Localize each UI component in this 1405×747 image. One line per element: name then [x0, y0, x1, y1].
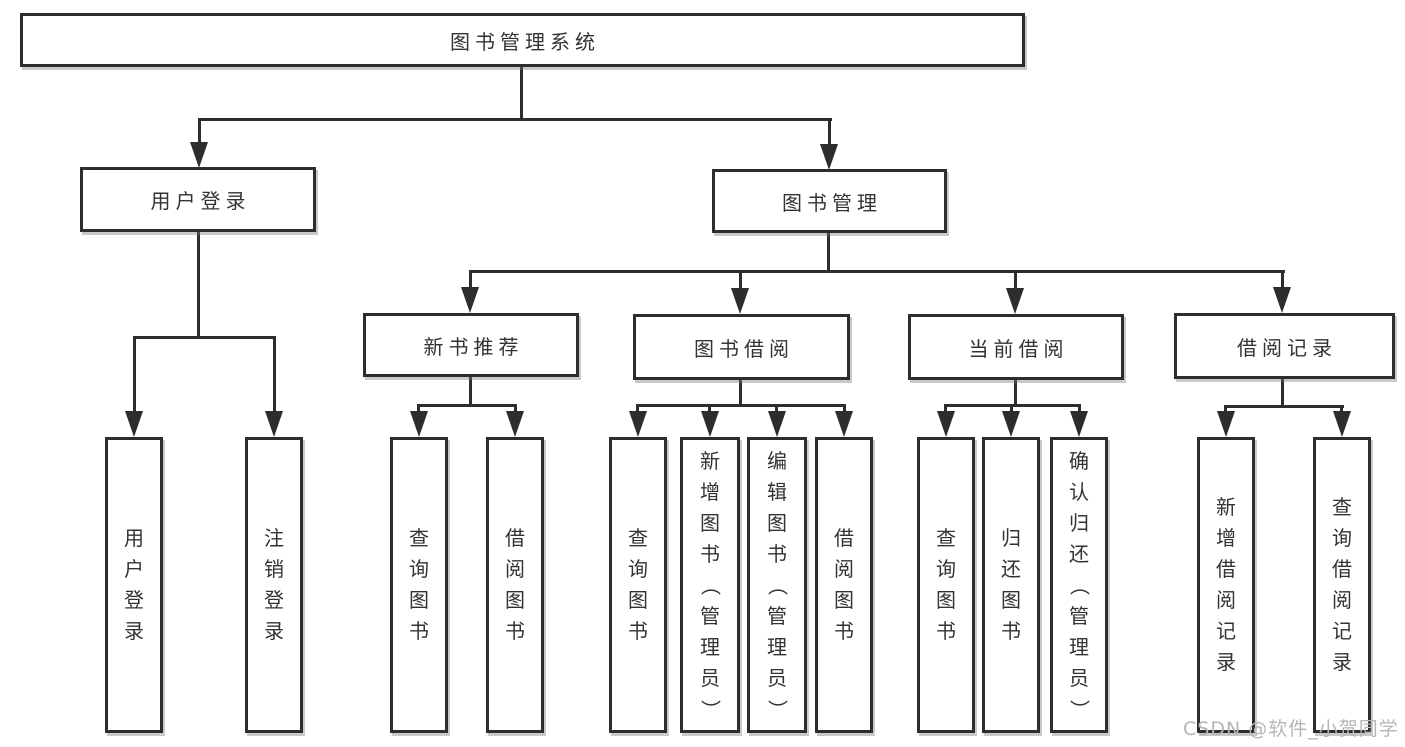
leaf-query-books-recommend: 查询图书	[390, 437, 448, 733]
connector-line	[739, 270, 742, 289]
connector-line	[417, 404, 517, 407]
arrowhead-down-icon	[1273, 287, 1291, 313]
connector-line	[944, 404, 947, 414]
node-label: 新书推荐	[423, 334, 524, 359]
arrowhead-down-icon	[731, 288, 749, 314]
connector-line	[273, 336, 276, 414]
leaf-label: 查询图书	[409, 526, 429, 643]
leaf-query-books-borrow: 查询图书	[609, 437, 667, 733]
connector-line	[1224, 405, 1227, 414]
leaf-label: 查询借阅记录	[1332, 495, 1352, 674]
connector-line	[469, 270, 1285, 273]
connector-line	[1281, 270, 1284, 289]
watermark: CSDN @软件_小贺同学	[1183, 718, 1399, 740]
leaf-add-book-admin: 新增图书（管理员）	[680, 437, 740, 733]
arrowhead-down-icon	[506, 411, 524, 437]
connector-line	[843, 404, 846, 414]
leaf-confirm-return-admin: 确认归还（管理员）	[1050, 437, 1108, 733]
connector-line	[1340, 405, 1343, 414]
node-book-management-branch: 图书管理	[712, 169, 947, 233]
connector-line	[133, 336, 136, 414]
arrowhead-down-icon	[701, 411, 719, 437]
leaf-label: 编辑图书（管理员）	[765, 448, 790, 720]
connector-line	[636, 404, 846, 407]
arrowhead-down-icon	[835, 411, 853, 437]
leaf-label: 借阅图书	[505, 526, 525, 643]
node-label: 当前借阅	[968, 336, 1069, 361]
connector-line	[1078, 404, 1081, 414]
connector-line	[469, 376, 472, 407]
connector-line	[197, 232, 200, 339]
arrowhead-down-icon	[125, 411, 143, 437]
connector-line	[469, 270, 472, 289]
node-new-book-recommend: 新书推荐	[363, 313, 579, 377]
node-label: 借阅记录	[1237, 335, 1337, 360]
connector-line	[775, 404, 778, 414]
node-current-borrow: 当前借阅	[908, 314, 1124, 380]
node-user-login-branch: 用户登录	[80, 167, 316, 232]
leaf-edit-book-admin: 编辑图书（管理员）	[747, 437, 807, 733]
node-root: 图书管理系统	[20, 13, 1025, 67]
node-book-borrow: 图书借阅	[633, 314, 850, 380]
arrowhead-down-icon	[1006, 288, 1024, 314]
connector-line	[417, 404, 420, 414]
node-root-label: 图书管理系统	[450, 29, 600, 54]
leaf-query-borrow-record: 查询借阅记录	[1313, 437, 1371, 733]
leaf-user-login: 用户登录	[105, 437, 163, 733]
node-label: 图书借阅	[694, 336, 794, 361]
arrowhead-down-icon	[629, 411, 647, 437]
arrowhead-down-icon	[820, 144, 838, 170]
arrowhead-down-icon	[265, 411, 283, 437]
connector-line	[708, 404, 711, 414]
connector-line	[739, 380, 742, 407]
connector-line	[1224, 405, 1344, 408]
leaf-label: 注销登录	[264, 526, 284, 643]
leaf-return-book: 归还图书	[982, 437, 1040, 733]
leaf-label: 查询图书	[936, 526, 956, 643]
arrowhead-down-icon	[1217, 411, 1235, 437]
arrowhead-down-icon	[937, 411, 955, 437]
node-borrow-records: 借阅记录	[1174, 313, 1395, 379]
connector-line	[1281, 378, 1284, 408]
connector-line	[827, 232, 830, 273]
leaf-label: 归还图书	[1001, 526, 1021, 643]
arrowhead-down-icon	[768, 411, 786, 437]
leaf-label: 借阅图书	[834, 526, 854, 643]
connector-line	[1014, 270, 1017, 289]
leaf-label: 确认归还（管理员）	[1067, 448, 1092, 720]
leaf-borrow-books: 借阅图书	[815, 437, 873, 733]
leaf-borrow-books-recommend: 借阅图书	[486, 437, 544, 733]
connector-line	[133, 336, 276, 339]
node-label: 图书管理	[782, 190, 882, 215]
node-label: 用户登录	[150, 189, 251, 213]
arrowhead-down-icon	[410, 411, 428, 437]
leaf-label: 新增图书（管理员）	[698, 448, 723, 720]
leaf-label: 新增借阅记录	[1216, 495, 1236, 674]
leaf-logout: 注销登录	[245, 437, 303, 733]
connector-line	[1014, 380, 1017, 407]
connector-line	[636, 404, 639, 414]
leaf-label: 查询图书	[628, 526, 648, 643]
connector-line	[514, 404, 517, 414]
connector-line	[520, 66, 523, 121]
arrowhead-down-icon	[1070, 411, 1088, 437]
leaf-add-borrow-record: 新增借阅记录	[1197, 437, 1255, 733]
connector-line	[1010, 404, 1013, 414]
leaf-label: 用户登录	[124, 526, 144, 643]
connector-line	[198, 118, 201, 145]
arrowhead-down-icon	[190, 142, 208, 168]
leaf-query-books-current: 查询图书	[917, 437, 975, 733]
arrowhead-down-icon	[461, 287, 479, 313]
arrowhead-down-icon	[1002, 411, 1020, 437]
connector-line	[828, 118, 831, 145]
arrowhead-down-icon	[1333, 411, 1351, 437]
connector-line	[198, 118, 832, 121]
